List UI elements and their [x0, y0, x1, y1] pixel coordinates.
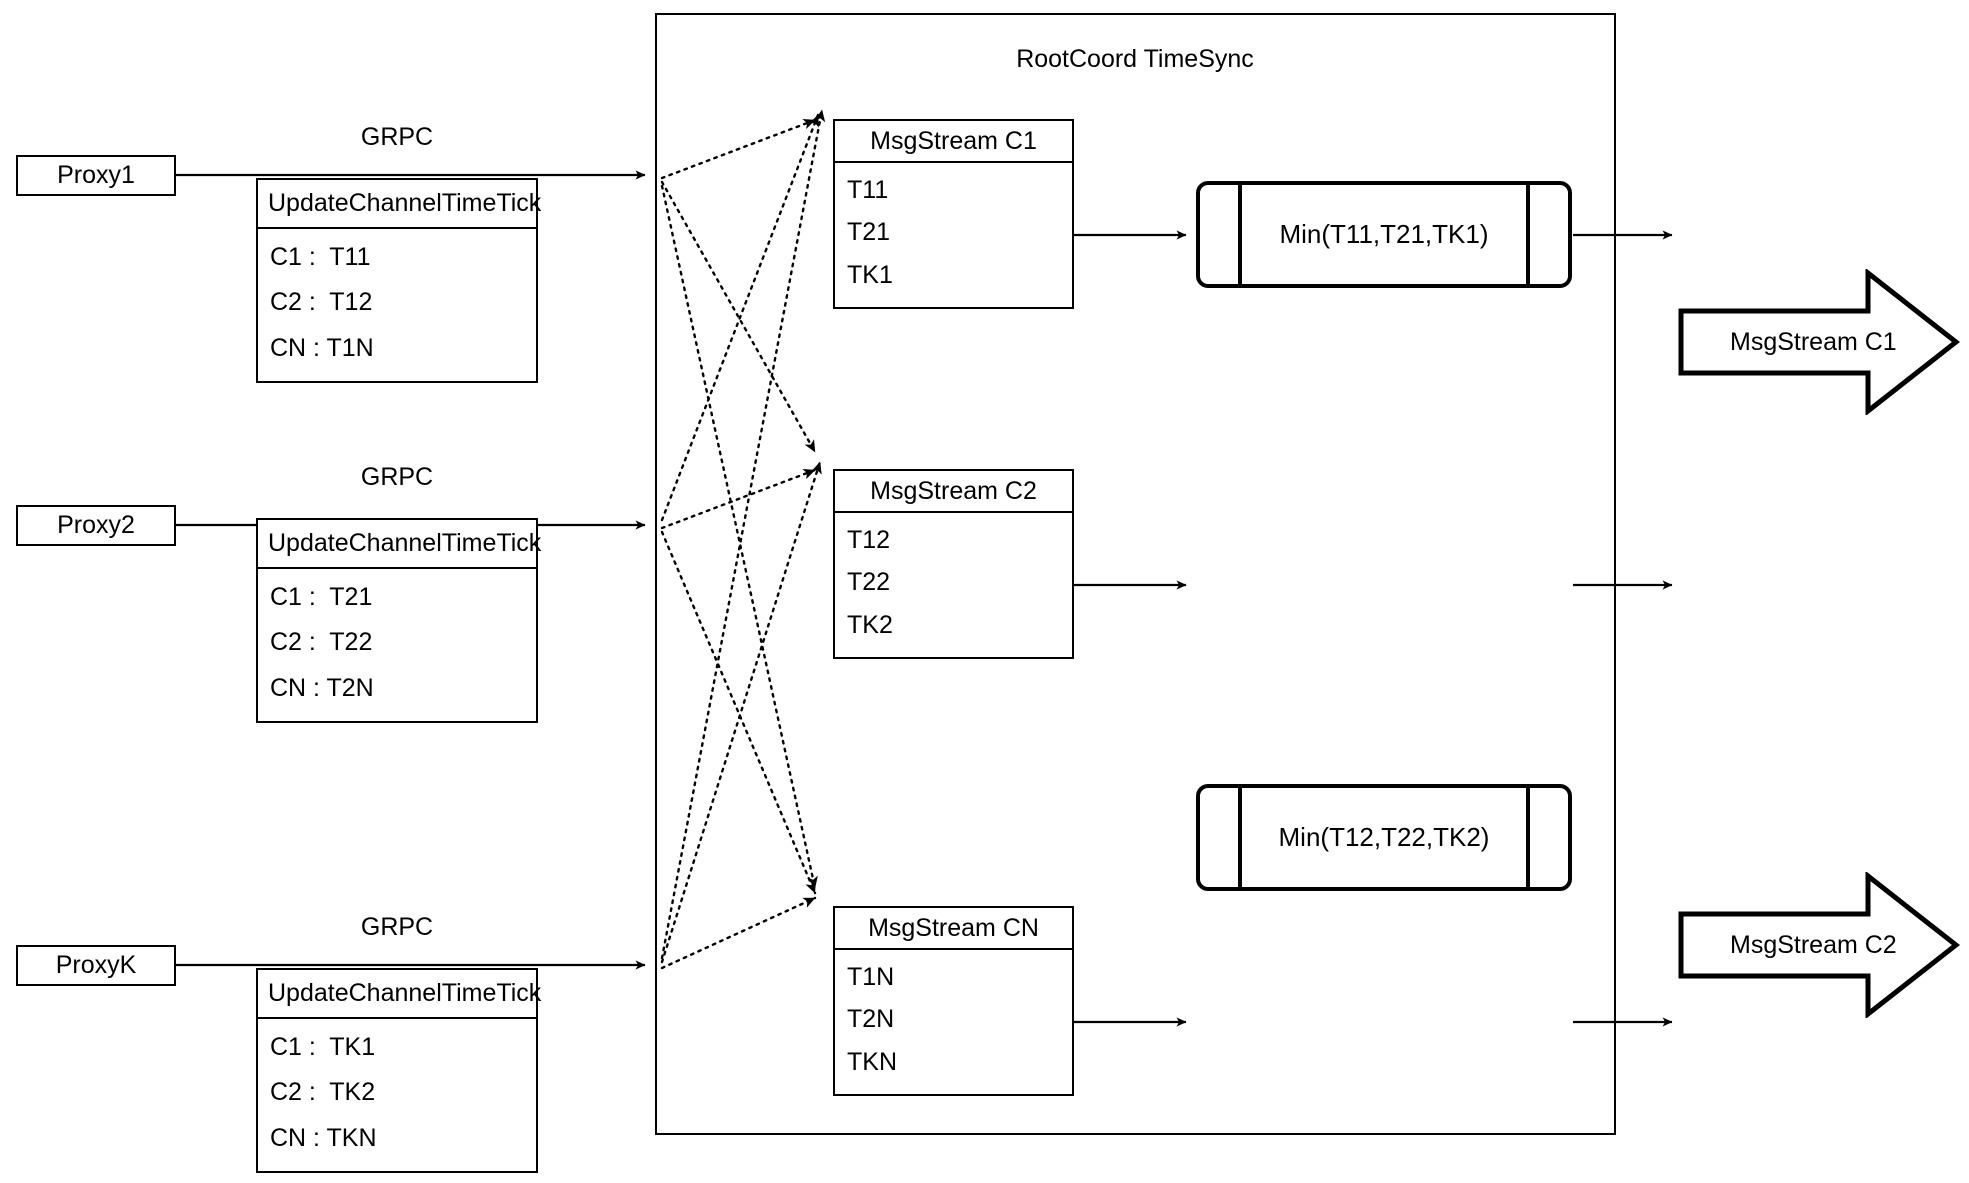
grpc-label-2: GRPC	[360, 463, 434, 491]
msgstream-title-c2: MsgStream C2	[835, 471, 1072, 513]
msgstream-tick: TK1	[847, 261, 893, 290]
output-label-c2: MsgStream C2	[1730, 930, 1897, 959]
proxy-box-1[interactable]: Proxy1	[16, 155, 176, 196]
msgstream-title-cn: MsgStream CN	[835, 908, 1072, 950]
timetick-row: CN : TKN	[270, 1123, 377, 1152]
msgstream-tick: T11	[847, 175, 889, 204]
output-blockarrow-c1: MsgStream C1	[1678, 269, 1960, 415]
timetick-row: C2 : T22	[270, 628, 373, 657]
min-process-c1: Min(T11,T21,TK1)	[1196, 181, 1572, 288]
proxy-box-2[interactable]: Proxy2	[16, 505, 176, 546]
msgstream-box-cn: MsgStream CN T1N T2N TKN	[833, 906, 1074, 1096]
grpc-label-3: GRPC	[360, 913, 434, 941]
msgstream-tick: T12	[847, 525, 891, 554]
rootcoord-timesync-container	[655, 13, 1616, 1135]
update-channel-timetick-box-3: UpdateChannelTimeTick C1 : TK1 C2 : TK2 …	[256, 968, 541, 1173]
timetick-row: C2 : TK2	[270, 1078, 376, 1107]
msgstream-box-c1: MsgStream C1 T11 T21 TK1	[833, 119, 1074, 309]
msgstream-title-c1: MsgStream C1	[835, 121, 1072, 163]
msgstream-tick: T21	[847, 218, 891, 247]
msgstream-tick: TK2	[847, 611, 893, 640]
msgstream-tick: T2N	[847, 1005, 895, 1034]
process-divider-left	[1238, 184, 1242, 285]
msgstream-tick: TKN	[847, 1048, 897, 1077]
msgstream-box-c2: MsgStream C2 T12 T22 TK2	[833, 469, 1074, 659]
update-channel-timetick-header-3: UpdateChannelTimeTick	[258, 970, 541, 1019]
process-divider-left	[1238, 787, 1242, 888]
msgstream-tick: T22	[847, 568, 891, 597]
timetick-row: CN : T2N	[270, 673, 374, 702]
timetick-row: C1 : TK1	[270, 1033, 376, 1062]
rootcoord-timesync-title: RootCoord TimeSync	[1016, 45, 1254, 73]
update-channel-timetick-box-1: UpdateChannelTimeTick C1 : T11 C2 : T12 …	[256, 178, 541, 383]
update-channel-timetick-box-2: UpdateChannelTimeTick C1 : T21 C2 : T22 …	[256, 518, 541, 723]
timetick-row: C1 : T21	[270, 583, 373, 612]
msgstream-tick: T1N	[847, 962, 895, 991]
timetick-row: C1 : T11	[270, 243, 371, 272]
update-channel-timetick-header-1: UpdateChannelTimeTick	[258, 180, 541, 229]
proxy-box-3[interactable]: ProxyK	[16, 945, 176, 986]
timetick-row: CN : T1N	[270, 333, 374, 362]
process-divider-right	[1526, 787, 1530, 888]
update-channel-timetick-header-2: UpdateChannelTimeTick	[258, 520, 541, 569]
output-blockarrow-c2: MsgStream C2	[1678, 872, 1960, 1018]
min-label-c2: Min(T12,T22,TK2)	[1278, 822, 1490, 852]
output-label-c1: MsgStream C1	[1730, 327, 1897, 356]
process-divider-right	[1526, 184, 1530, 285]
min-process-c2: Min(T12,T22,TK2)	[1196, 784, 1572, 891]
min-label-c1: Min(T11,T21,TK1)	[1279, 219, 1489, 249]
grpc-label-1: GRPC	[360, 123, 434, 151]
timetick-row: C2 : T12	[270, 288, 373, 317]
